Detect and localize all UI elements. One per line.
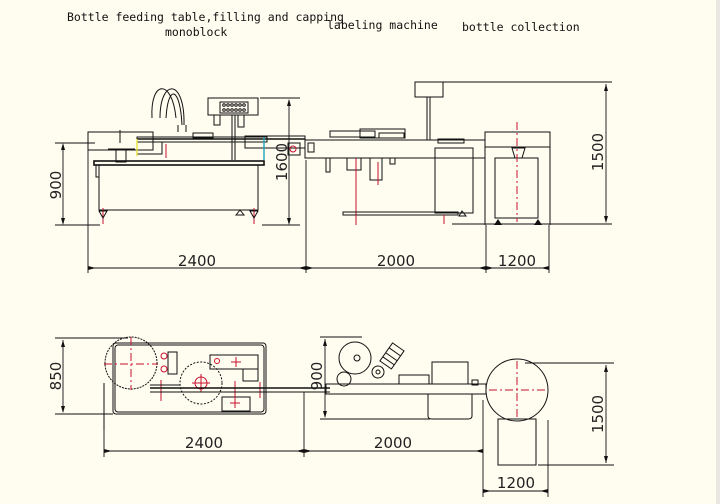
dim-2000-top: 2000: [374, 434, 412, 452]
dim-front-widths: 2400 2000 1200: [87, 150, 550, 273]
labeler-top: [325, 341, 487, 420]
control-panel-buttons: [222, 103, 246, 112]
dim-table-height: 900: [47, 142, 100, 226]
dim-2400-front: 2400: [178, 252, 216, 270]
dim-900-top: 900: [308, 362, 326, 391]
dim-850-top: 850: [47, 362, 65, 391]
label-labeling-machine: labeling machine: [327, 18, 438, 32]
top-view: 850 900 1500: [47, 336, 614, 497]
dim-1200-top: 1200: [497, 474, 535, 492]
dim-labeler-depth: 900: [308, 336, 430, 420]
dim-1600-front: 1600: [273, 143, 291, 181]
dim-1500-top: 1500: [589, 395, 607, 433]
front-view: 900 1600 1500: [47, 81, 612, 273]
dim-monoblock-depth: 850: [47, 337, 128, 415]
collection-top: [485, 358, 549, 466]
label-bottle-collection: bottle collection: [462, 20, 580, 34]
dim-1200-front: 1200: [498, 252, 536, 270]
dim-monoblock-height: 1600: [260, 97, 300, 226]
window-edge: [716, 0, 720, 504]
dim-2000-front: 2000: [377, 252, 415, 270]
dim-top-widths: 2400 2000 1200: [103, 392, 549, 497]
dim-collection-depth: 1500: [525, 362, 614, 466]
label-monoblock-line1: Bottle feeding table,filling and capping: [67, 10, 344, 24]
monoblock-top: [103, 336, 330, 430]
dim-2400-top: 2400: [185, 434, 223, 452]
labeler-front: [304, 81, 486, 225]
dim-900-front: 900: [47, 171, 65, 200]
dim-1500-front: 1500: [589, 133, 607, 171]
label-monoblock-line2: monoblock: [165, 25, 227, 39]
dim-collection-height: 1500: [443, 81, 612, 225]
collection-front: [484, 122, 551, 225]
